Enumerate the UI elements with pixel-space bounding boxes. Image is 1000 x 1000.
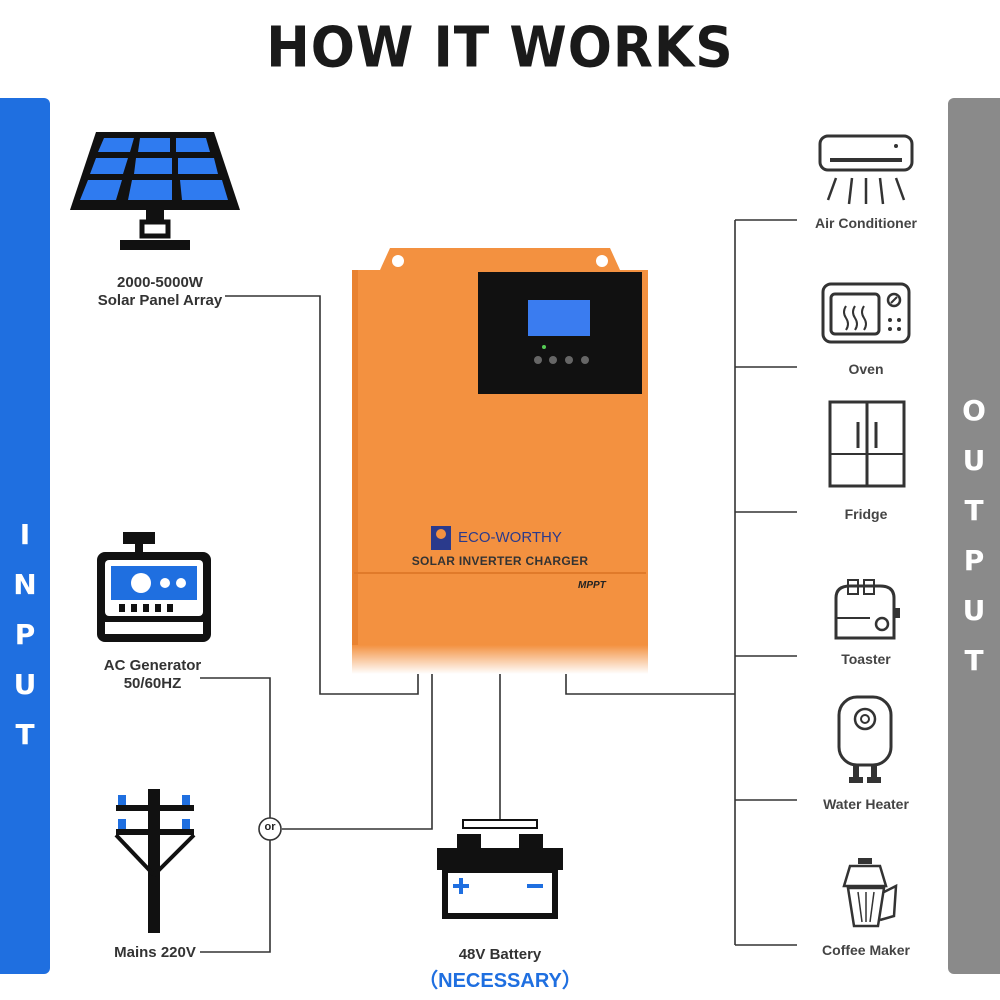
inverter-unit: ECO-WORTHY SOLAR INVERTER CHARGER MPPT [352, 244, 648, 674]
output-label-air-conditioner: Air Conditioner [815, 215, 917, 231]
output-vertical-label: O U T P U T [962, 394, 986, 677]
toaster-icon [834, 579, 900, 640]
battery-note: （NECESSARY） [418, 970, 582, 992]
output-bar: O U T P U T [948, 98, 1000, 974]
battery-icon [437, 819, 563, 919]
input-bar: I N P U T [0, 98, 50, 974]
inverter-body [352, 248, 648, 674]
generator-label: AC Generator 50/60HZ [103, 657, 202, 692]
air-conditioner-icon [818, 134, 914, 205]
oven-icon [821, 282, 911, 344]
output-label-oven: Oven [848, 361, 884, 377]
fridge-icon [828, 400, 906, 488]
output-label-coffee-maker: Coffee Maker [822, 942, 910, 958]
water-heater-icon [837, 695, 893, 783]
input-vertical-label: I N P U T [13, 518, 37, 751]
utility-pole-icon [114, 789, 196, 933]
output-label-fridge: Fridge [844, 506, 888, 522]
page-title: HOW IT WORKS [266, 15, 734, 81]
coffee-maker-icon [842, 858, 898, 928]
or-label: or [264, 821, 276, 833]
solar-label: 2000-5000W Solar Panel Array [97, 274, 223, 309]
solar-panel-icon [70, 132, 240, 250]
generator-icon [97, 532, 211, 642]
output-label-water-heater: Water Heater [823, 796, 909, 812]
output-label-toaster: Toaster [841, 651, 891, 667]
inverter-subtitle: SOLAR INVERTER CHARGER [411, 554, 589, 568]
mains-label: Mains 220V [114, 944, 196, 961]
mppt-label: MPPT [578, 580, 606, 591]
inverter-brand: ECO-WORTHY [458, 529, 562, 546]
battery-label: 48V Battery [458, 946, 542, 963]
